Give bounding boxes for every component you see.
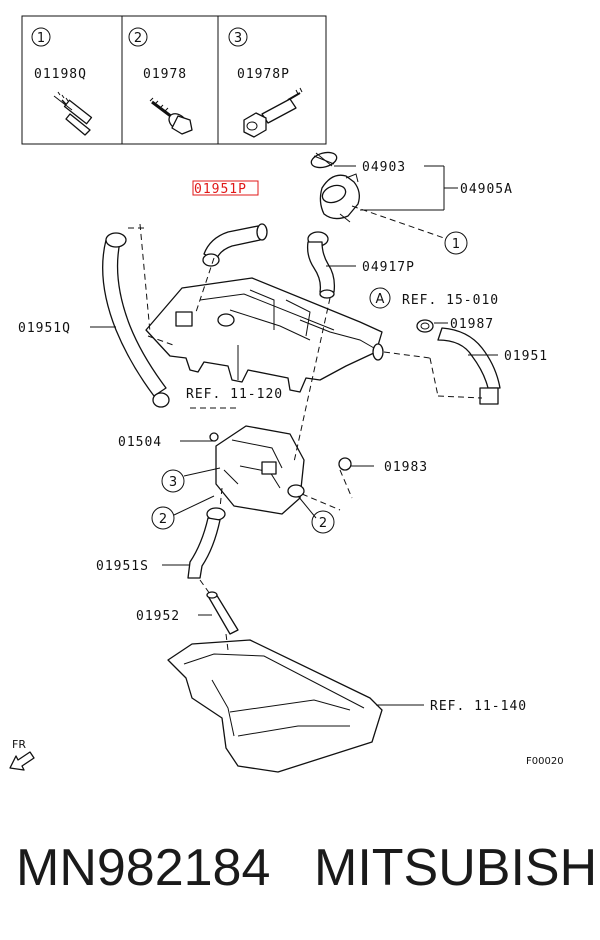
front-direction-label: FR [12, 738, 26, 751]
marker-2-left: 2 [159, 512, 167, 527]
label-ref-11-140: REF. 11-140 [430, 699, 527, 714]
legend-table: 1 01198Q 2 01978 3 01978P [21, 15, 327, 145]
hose-01951S [187, 507, 226, 579]
marker-2-right: 2 [319, 516, 327, 531]
legend-number-3: 3 [234, 31, 242, 46]
legend-cell-2: 2 01978 [128, 27, 193, 135]
marker-1: 1 [452, 237, 460, 252]
hose-01951Q [102, 232, 170, 408]
label-01951S: 01951S [96, 559, 149, 574]
oil-separator-housing [209, 425, 305, 515]
marker-a: A [376, 292, 385, 307]
highlight-box [192, 180, 259, 196]
o-ring-01983 [338, 457, 352, 471]
label-01951P: 01951P [194, 182, 247, 197]
bolt-icon [53, 91, 93, 136]
stud-bolt-icon [243, 87, 303, 138]
cap-04903 [310, 151, 338, 169]
label-01951: 01951 [504, 349, 548, 364]
oil-pan-ref-11-140 [167, 639, 383, 773]
hose-01951P [202, 223, 268, 267]
tube-01952 [206, 591, 239, 635]
label-01951Q: 01951Q [18, 321, 71, 336]
legend-cell-3: 3 01978P [228, 27, 303, 138]
circle-markers: 1 A 3 2 2 [151, 231, 468, 534]
leader-lines [90, 165, 498, 706]
label-ref-15-010: REF. 15-010 [402, 293, 499, 308]
front-direction-arrow [9, 751, 35, 771]
label-04905A: 04905A [460, 182, 513, 197]
callout-labels: 04903 04905A 01951P 04917P REF. 15-010 0… [18, 160, 548, 714]
filler-neck-04905A [319, 173, 360, 223]
label-01504: 01504 [118, 435, 162, 450]
label-ref-11-120: REF. 11-120 [186, 387, 283, 402]
legend-part-3: 01978P [237, 67, 290, 82]
label-04903: 04903 [362, 160, 406, 175]
valve-cover-ref-11-120 [145, 277, 384, 393]
hose-04917P [306, 231, 336, 299]
parts-diagram: 1 01198Q 2 01978 3 01978P [9, 15, 564, 773]
dashed-guides [128, 205, 483, 651]
footer-caption: MN982184 MITSUBISHI [0, 838, 600, 908]
legend-number-1: 1 [37, 31, 45, 46]
legend-cell-1: 1 01198Q [31, 27, 93, 136]
brand-name: MITSUBISHI [314, 839, 600, 897]
legend-number-2: 2 [134, 31, 142, 46]
marker-3: 3 [169, 475, 177, 490]
label-01952: 01952 [136, 609, 180, 624]
label-01983: 01983 [384, 460, 428, 475]
label-01987: 01987 [450, 317, 494, 332]
part-number: MN982184 [16, 839, 271, 897]
figure-code: F00020 [526, 756, 564, 767]
clamp-01987 [416, 319, 434, 333]
flange-bolt-icon [149, 97, 193, 135]
legend-part-1: 01198Q [34, 67, 87, 82]
hose-01951 [437, 327, 501, 405]
label-04917P: 04917P [362, 260, 415, 275]
legend-part-2: 01978 [143, 67, 187, 82]
